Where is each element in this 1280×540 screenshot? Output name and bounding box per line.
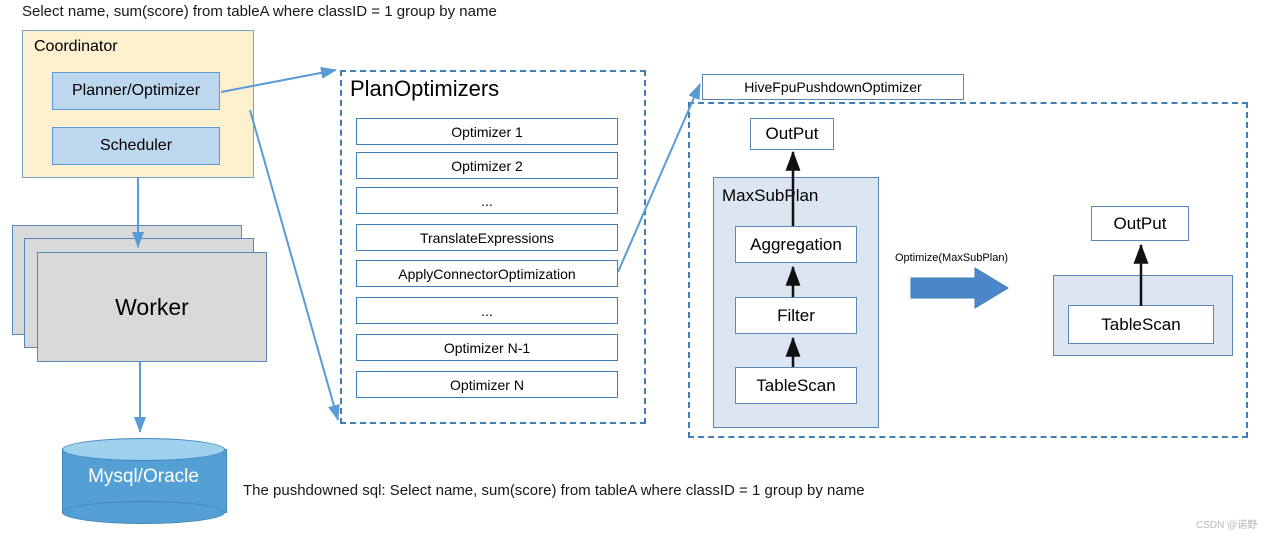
optimizer-item-1[interactable]: Optimizer 1 bbox=[356, 118, 618, 145]
watermark-label: CSDN @诺野 bbox=[1196, 520, 1258, 531]
top-sql-text: Select name, sum(score) from tableA wher… bbox=[22, 3, 497, 20]
max-sub-plan-label: MaxSubPlan bbox=[722, 186, 819, 205]
database-label: Mysql/Oracle bbox=[88, 466, 199, 487]
output-node-after: OutPut bbox=[1091, 206, 1189, 241]
optimizer-item-apply-connector-optimization[interactable]: ApplyConnectorOptimization bbox=[356, 260, 618, 287]
cylinder-bottom-ellipse bbox=[62, 501, 225, 524]
optimizer-item-2[interactable]: Optimizer 2 bbox=[356, 152, 618, 179]
output-node-before: OutPut bbox=[750, 118, 834, 150]
worker-card-front[interactable]: Worker bbox=[37, 252, 267, 362]
coordinator-title: Coordinator bbox=[34, 38, 118, 55]
optimize-transform-label: Optimize(MaxSubPlan) bbox=[895, 252, 1009, 264]
plan-optimizers-title: PlanOptimizers bbox=[350, 76, 500, 101]
tablescan-node-after: TableScan bbox=[1068, 305, 1214, 344]
optimizer-item-n[interactable]: Optimizer N bbox=[356, 371, 618, 398]
database-cylinder: Mysql/Oracle bbox=[62, 438, 227, 524]
optimizer-item-translate-expressions[interactable]: TranslateExpressions bbox=[356, 224, 618, 251]
filter-node: Filter bbox=[735, 297, 857, 334]
optimizer-item-6[interactable]: ... bbox=[356, 297, 618, 324]
planner-optimizer-box[interactable]: Planner/Optimizer bbox=[52, 72, 220, 110]
optimizer-item-3[interactable]: ... bbox=[356, 187, 618, 214]
pushdown-sql-text: The pushdowned sql: Select name, sum(sco… bbox=[243, 482, 865, 499]
hive-fpu-pushdown-optimizer-box[interactable]: HiveFpuPushdownOptimizer bbox=[702, 74, 964, 100]
cylinder-top-ellipse bbox=[62, 438, 225, 461]
tablescan-node-before: TableScan bbox=[735, 367, 857, 404]
scheduler-box[interactable]: Scheduler bbox=[52, 127, 220, 165]
optimizer-item-n-minus-1[interactable]: Optimizer N-1 bbox=[356, 334, 618, 361]
aggregation-node: Aggregation bbox=[735, 226, 857, 263]
